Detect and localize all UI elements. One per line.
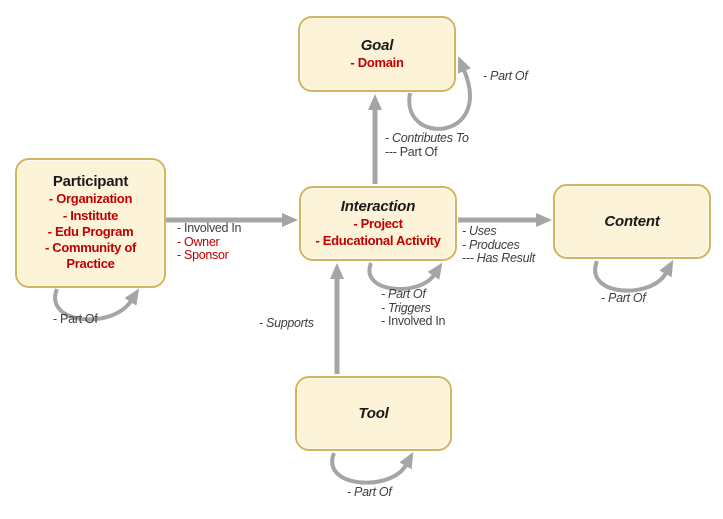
- node-tool: Tool: [295, 376, 452, 451]
- edge-content-self-loop: [593, 259, 674, 293]
- node-participant: Participant - Organization - Institute -…: [15, 158, 166, 288]
- label-participant-self-loop: - Part Of: [53, 312, 98, 327]
- node-interaction-item: - Educational Activity: [315, 232, 441, 248]
- edge-label-line: - Produces: [462, 237, 520, 252]
- label-interaction-self-loop: - Part Of - Triggers - Involved In: [381, 287, 446, 329]
- edge-label-line: - Part Of: [53, 312, 98, 326]
- label-interaction-to-goal: - Contributes To --- Part Of: [385, 131, 469, 159]
- node-goal: Goal - Domain: [298, 16, 456, 92]
- node-participant-item: - Community of Practice: [44, 240, 137, 272]
- node-interaction-item: - Project: [353, 216, 403, 232]
- edge-label-line: - Part Of: [483, 69, 528, 83]
- edge-label-line: - Part Of: [381, 287, 426, 301]
- edge-tool-self-loop: [330, 451, 414, 485]
- edge-label-line: - Supports: [259, 316, 314, 330]
- edge-label-line: --- Has Result: [462, 251, 535, 265]
- edge-label-line: - Part Of: [601, 291, 646, 305]
- edge-label-line: - Uses: [462, 224, 497, 238]
- edge-label-line: - Triggers: [381, 300, 431, 315]
- node-goal-title: Goal: [360, 36, 394, 54]
- edge-label-line: - Sponsor: [177, 248, 229, 262]
- label-tool-to-interaction: - Supports: [259, 316, 314, 331]
- edge-label-line: - Contributes To: [385, 131, 469, 145]
- node-participant-title: Participant: [52, 173, 129, 191]
- edge-label-line: - Involved In: [381, 314, 446, 328]
- edge-label-line: - Owner: [177, 234, 220, 249]
- node-interaction: Interaction - Project - Educational Acti…: [299, 186, 457, 261]
- node-interaction-title: Interaction: [340, 198, 416, 216]
- edge-interaction-self-loop: [367, 262, 443, 291]
- edge-participant-self-loop: [53, 288, 140, 322]
- edge-label-line: - Involved In: [177, 221, 242, 235]
- node-participant-item: - Edu Program: [47, 223, 134, 239]
- node-content: Content: [553, 184, 711, 259]
- node-tool-title: Tool: [358, 404, 389, 422]
- node-participant-item: - Organization: [48, 191, 133, 207]
- label-tool-self-loop: - Part Of: [347, 485, 392, 500]
- edge-goal-self-loop: [407, 56, 472, 131]
- node-goal-item: - Domain: [350, 54, 404, 70]
- node-participant-item: - Institute: [62, 207, 119, 223]
- label-goal-self-loop: - Part Of: [483, 69, 528, 84]
- label-interaction-to-content: - Uses - Produces --- Has Result: [462, 224, 535, 266]
- label-content-self-loop: - Part Of: [601, 291, 646, 306]
- edge-label-line: --- Part Of: [385, 144, 438, 159]
- label-participant-to-interaction: - Involved In - Owner - Sponsor: [177, 221, 242, 263]
- edge-label-line: - Part Of: [347, 485, 392, 499]
- node-content-title: Content: [604, 212, 660, 230]
